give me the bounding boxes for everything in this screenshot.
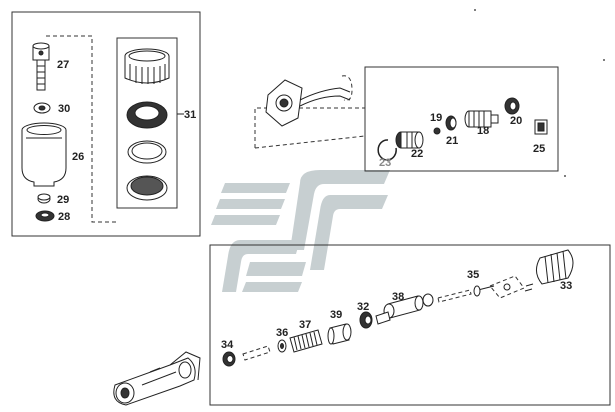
part-25-bracket bbox=[534, 119, 548, 135]
watermark-logo bbox=[211, 170, 390, 292]
label-21: 21 bbox=[446, 135, 458, 147]
leader-line-reservoir bbox=[46, 35, 117, 223]
part-20-end-cap bbox=[504, 97, 520, 115]
slave-cylinder-frame bbox=[209, 244, 611, 406]
label-25: 25 bbox=[533, 143, 545, 155]
part-flange-cover bbox=[265, 75, 353, 127]
part-22-piston bbox=[395, 131, 424, 149]
label-30: 30 bbox=[58, 103, 70, 115]
part-23-snap-ring bbox=[377, 139, 397, 161]
part-small-bolt bbox=[242, 345, 271, 361]
part-38-piston bbox=[375, 295, 424, 325]
mark-dot-right-lower bbox=[564, 175, 566, 177]
label-37: 37 bbox=[299, 319, 311, 331]
part-18-valve-body bbox=[464, 110, 499, 128]
label-34: 34 bbox=[221, 339, 234, 351]
part-threaded-rod bbox=[422, 289, 472, 307]
label-19: 19 bbox=[430, 112, 442, 124]
reservoir-group-frame bbox=[11, 11, 201, 237]
label-26: 26 bbox=[72, 151, 84, 163]
label-29: 29 bbox=[57, 194, 69, 206]
mark-dot-top bbox=[474, 9, 476, 11]
label-36: 36 bbox=[276, 327, 288, 339]
label-27: 27 bbox=[57, 59, 69, 71]
label-33: 33 bbox=[560, 280, 572, 292]
part-32-seal-cup bbox=[359, 311, 373, 329]
label-28: 28 bbox=[58, 211, 70, 223]
leader-line-valve-lower bbox=[254, 135, 366, 149]
label-22: 22 bbox=[411, 148, 423, 160]
part-31-filter-set bbox=[124, 48, 170, 201]
part-37-spring bbox=[289, 329, 323, 353]
valve-group-frame bbox=[364, 66, 559, 172]
label-32: 32 bbox=[357, 301, 369, 313]
label-18: 18 bbox=[477, 125, 489, 137]
part-21-seal bbox=[445, 115, 457, 131]
part-27-fitting bbox=[32, 42, 50, 91]
label-39: 39 bbox=[330, 309, 342, 321]
part-30-washer bbox=[33, 102, 51, 114]
label-35: 35 bbox=[467, 269, 479, 281]
label-23: 23 bbox=[379, 157, 391, 169]
part-33-boot bbox=[536, 249, 574, 285]
part-19-ring bbox=[433, 127, 441, 135]
label-38: 38 bbox=[392, 291, 404, 303]
part-36-washer bbox=[277, 339, 287, 353]
label-20: 20 bbox=[510, 115, 522, 127]
part-39-inner-piston bbox=[327, 323, 352, 345]
mark-dot-right bbox=[603, 59, 605, 61]
part-cylinder-housing bbox=[113, 351, 201, 406]
leader-line-valve bbox=[254, 107, 365, 148]
part-28-grommet bbox=[35, 210, 55, 222]
part-29-seal bbox=[37, 193, 51, 204]
part-34-nut bbox=[222, 351, 236, 367]
part-26-reservoir bbox=[21, 122, 67, 187]
filter-set-frame bbox=[116, 37, 178, 209]
label-31: 31 bbox=[184, 109, 196, 121]
part-35-push-rod bbox=[473, 275, 534, 299]
